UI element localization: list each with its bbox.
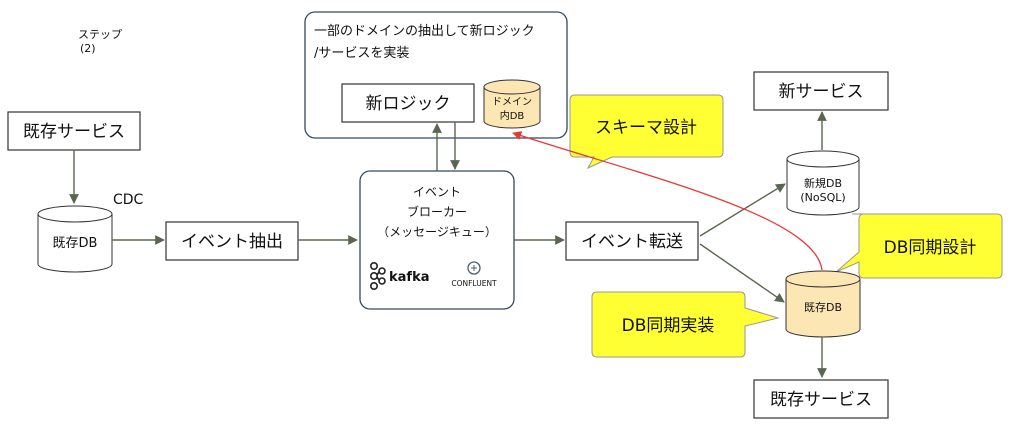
existing-db-left-label: 既存DB [53, 236, 98, 251]
kafka-label: kafka [389, 270, 430, 285]
new-logic-box [341, 83, 475, 123]
schema-design-callout [569, 94, 724, 170]
db-sync-design-label: DB同期設計 [884, 238, 977, 258]
existing-service-right-box [753, 379, 889, 419]
existing-db-right-cylinder [785, 270, 861, 338]
extract-group-title-line2: /サービスを実装 [314, 45, 409, 61]
cdc-label: CDC [113, 192, 144, 208]
event-extract-box [165, 221, 299, 261]
step-label: ステップ [78, 28, 122, 41]
new-service-box [753, 71, 889, 111]
event-forward-box [565, 221, 699, 261]
existing-db-left-cylinder [37, 205, 113, 273]
new-db-label-line2: (NoSQL) [800, 191, 845, 204]
broker-label-line2: ブローカー [407, 204, 467, 219]
existing-service-left-label: 既存サービス [23, 122, 125, 142]
existing-db-right-label: 既存DB [804, 300, 842, 314]
new-db-cylinder [786, 150, 860, 216]
db-sync-design-callout [835, 213, 1003, 279]
schema-design-label: スキーマ設計 [595, 118, 697, 138]
domain-db-cylinder [483, 79, 541, 129]
db-sync-impl-label: DB同期実装 [622, 316, 715, 336]
existing-service-right-label: 既存サービス [770, 390, 872, 410]
domain-db-label-line1: ドメイン [492, 97, 532, 108]
event-extract-label: イベント抽出 [181, 232, 283, 252]
arrow-forward-to-existingdb [699, 243, 785, 303]
confluent-label: CONFLUENT [451, 279, 497, 288]
domain-db-label-line2: 内DB [500, 109, 525, 122]
db-sync-impl-callout [591, 291, 780, 358]
db-sync-curve [512, 131, 823, 271]
kafka-logo-icon [369, 261, 386, 290]
extract-group-title-line1: 一部のドメインの抽出して新ロジック [314, 23, 535, 39]
broker-label-line3: （メッセージキュー） [377, 225, 497, 239]
new-db-label-line1: 新規DB [804, 176, 842, 190]
new-service-label: 新サービス [779, 82, 864, 102]
event-forward-label: イベント転送 [581, 232, 683, 252]
step-number: (2) [80, 42, 96, 55]
existing-service-left-box [7, 111, 141, 151]
confluent-logo-icon [467, 261, 481, 275]
broker-label-line1: イベント [413, 185, 461, 199]
new-logic-label: 新ロジック [366, 94, 451, 114]
arrow-forward-to-newdb [699, 183, 786, 237]
